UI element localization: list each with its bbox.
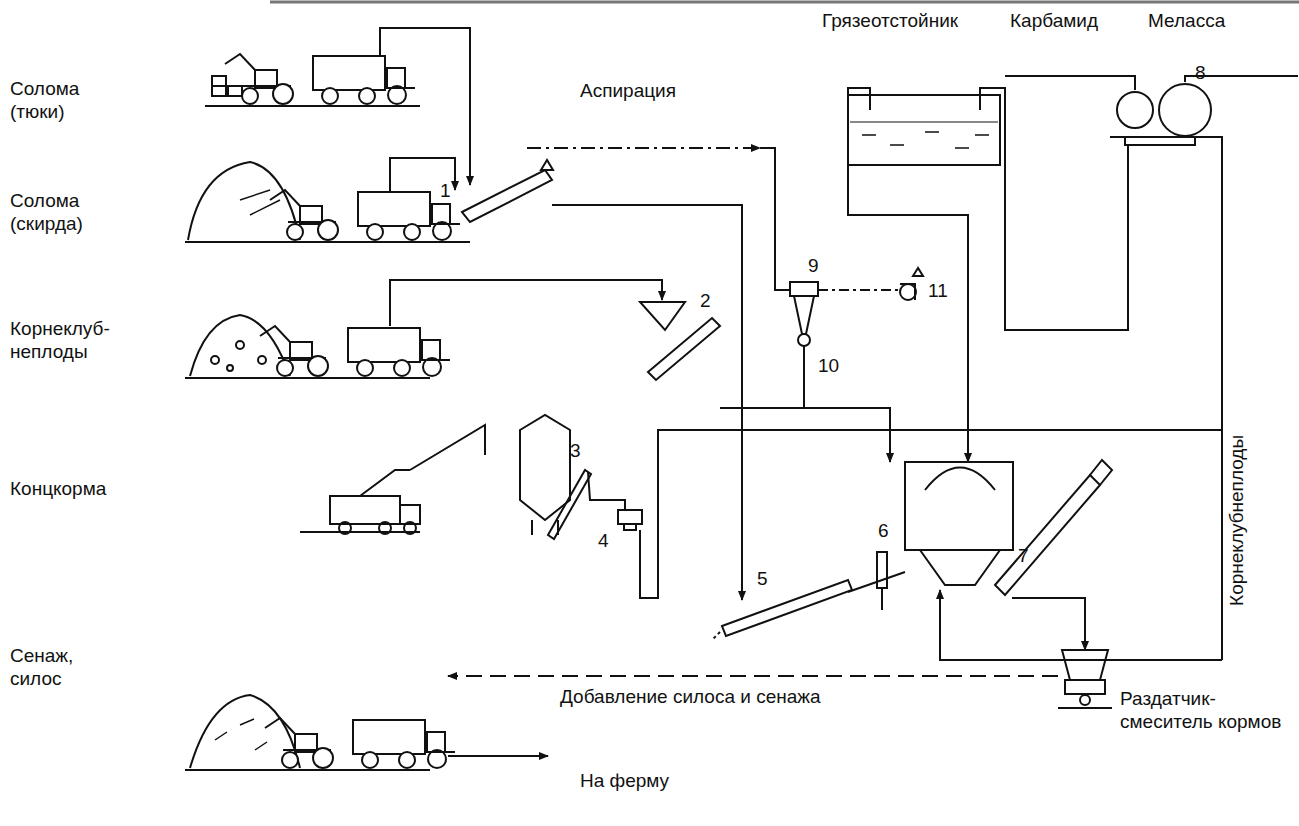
callout-number: 10 — [818, 355, 839, 378]
callout-number: 11 — [928, 280, 948, 303]
callout-number: 3 — [570, 440, 581, 463]
vertical-label: Корнеклубнеплоды — [1226, 435, 1249, 606]
callout-number: 1 — [440, 180, 451, 203]
unit-label: Раздатчик- смеситель кормов — [1120, 688, 1295, 734]
flow-label: Аспирация — [580, 80, 720, 103]
callout-number: 9 — [808, 255, 819, 278]
callout-number: 4 — [598, 530, 609, 553]
callout-number: 7 — [1018, 545, 1029, 568]
callout-number: 2 — [700, 290, 711, 313]
callout-number: 5 — [757, 568, 768, 591]
flow-label: Добавление силоса и сенажа — [560, 686, 890, 709]
row-label: Солома (тюки) — [10, 78, 105, 124]
flow-label: На ферму — [580, 770, 700, 793]
callout-number: 8 — [1195, 62, 1206, 85]
row-label: Корнеклуб- неплоды — [10, 318, 130, 364]
unit-label: Меласса — [1148, 10, 1278, 33]
unit-label: Карбамид — [1010, 10, 1140, 33]
row-label: Солома (скирда) — [10, 190, 105, 236]
row-label: Сенаж, силос — [10, 645, 100, 691]
unit-label: Грязеотстойник — [822, 10, 1012, 33]
callout-number: 6 — [878, 520, 889, 543]
row-label: Концкорма — [10, 478, 140, 501]
